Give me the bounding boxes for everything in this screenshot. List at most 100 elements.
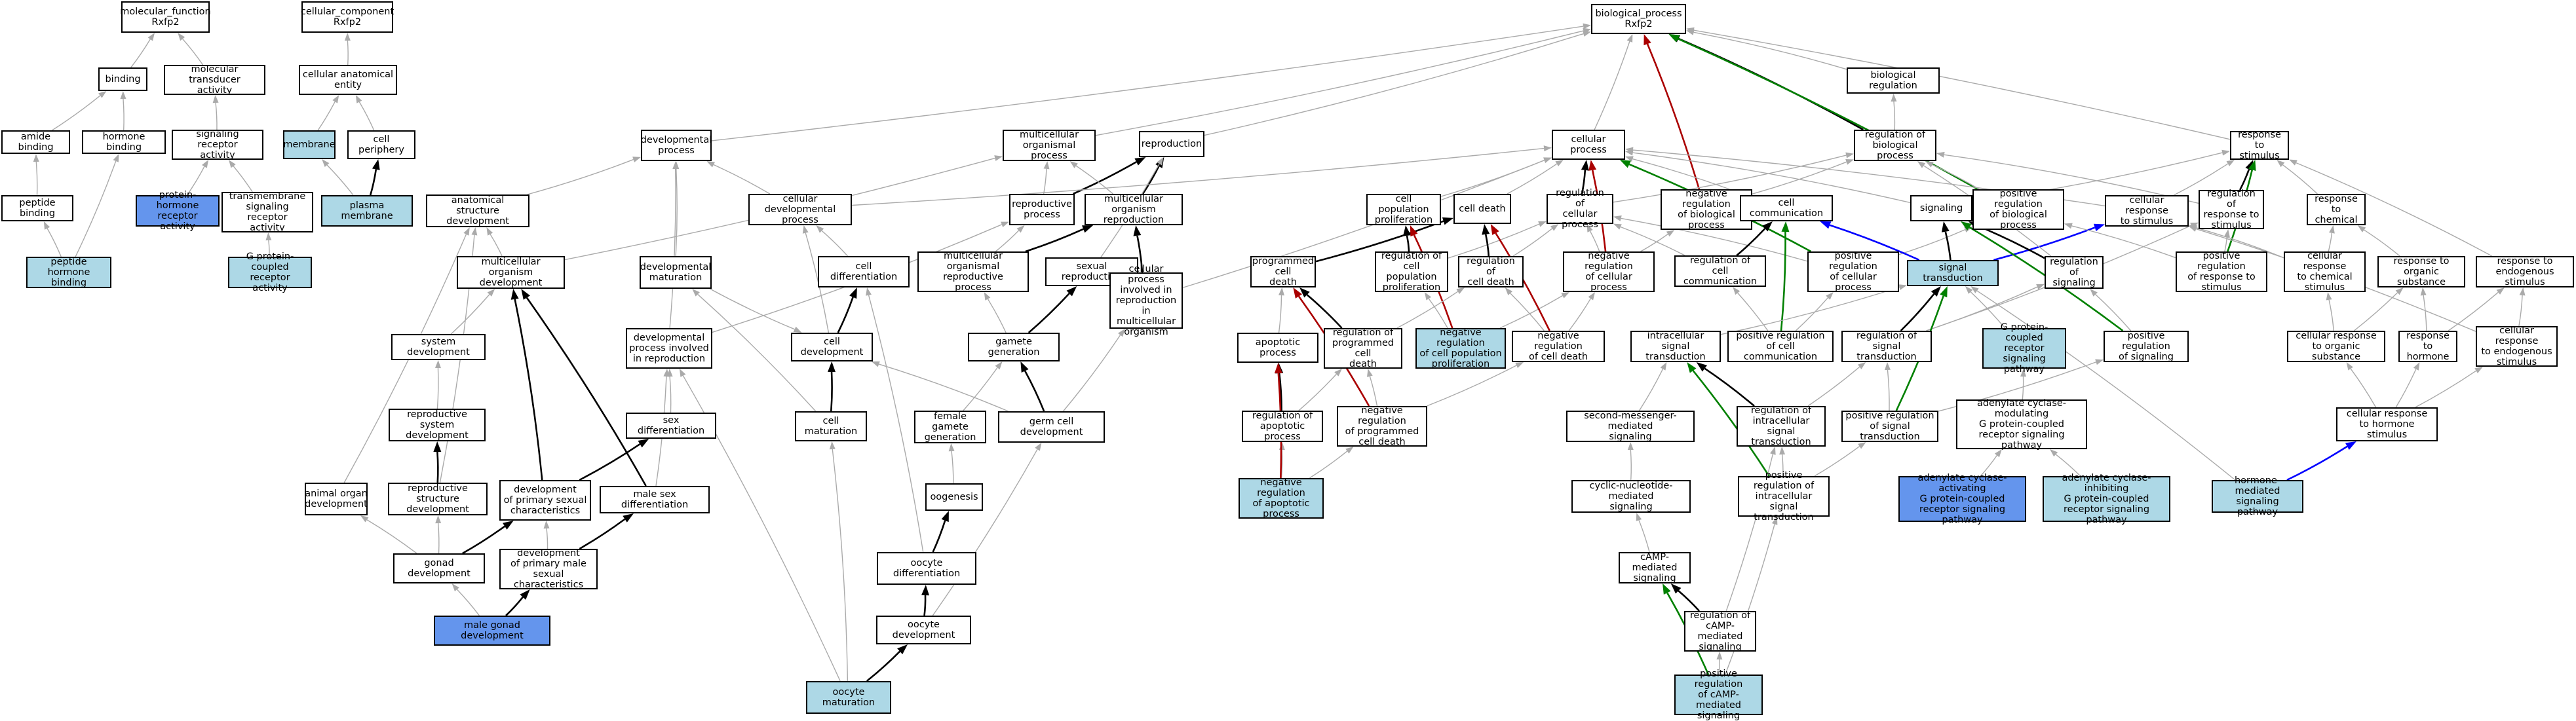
- node-positive-regulation-of-biological-process[interactable]: positive regulation of biological proces…: [1972, 189, 2064, 231]
- node-reproduction[interactable]: reproduction: [1139, 131, 1204, 157]
- node-developmental-maturation[interactable]: developmental maturation: [640, 256, 712, 289]
- node-cell-development[interactable]: cell development: [791, 333, 873, 361]
- node-gpcr-activity[interactable]: G protein-coupled receptor activity: [228, 251, 312, 293]
- node-positive-regulation-of-response-to-stimulus[interactable]: positive regulation of response to stimu…: [2176, 251, 2267, 293]
- node-positive-regulation-of-intracellular-signal-transduction[interactable]: positive regulation of intracellular sig…: [1738, 470, 1830, 523]
- node-negative-regulation-of-biological-process[interactable]: negative regulation of biological proces…: [1661, 189, 1752, 231]
- node-molecular-function[interactable]: molecular_function Rxfp2: [120, 1, 211, 33]
- node-regulation-of-signaling[interactable]: regulation of signaling: [2045, 256, 2104, 289]
- node-cell-death[interactable]: cell death: [1453, 194, 1511, 224]
- node-gonad-development[interactable]: gonad development: [393, 553, 485, 583]
- node-intracellular-signal-transduction[interactable]: intracellular signal transduction: [1630, 331, 1721, 362]
- node-positive-regulation-of-signal-transduction[interactable]: positive regulation of signal transducti…: [1841, 411, 1938, 442]
- node-cellular-response-to-organic-substance[interactable]: cellular response to organic substance: [2287, 331, 2385, 362]
- node-positive-regulation-of-camp-mediated-signaling[interactable]: positive regulation of cAMP-mediated sig…: [1674, 669, 1763, 721]
- node-regulation-of-biological-process[interactable]: regulation of biological process: [1854, 130, 1936, 161]
- node-cellular-process-involved-in-reproduction[interactable]: cellular process involved in reproductio…: [1109, 264, 1183, 337]
- node-multicellular-organismal-reproductive-process[interactable]: multicellular organismal reproductive pr…: [917, 251, 1029, 293]
- node-male-sex-differentiation[interactable]: male sex differentiation: [600, 486, 710, 513]
- node-negative-regulation-of-programmed-cell-death[interactable]: negative regulation of programmed cell d…: [1337, 405, 1427, 447]
- node-hormone-mediated-signaling-pathway[interactable]: hormone-mediated signaling pathway: [2212, 475, 2303, 517]
- node-cyclic-nucleotide-mediated-signaling[interactable]: cyclic-nucleotide-mediated signaling: [1571, 480, 1691, 513]
- node-cell-periphery[interactable]: cell periphery: [347, 130, 415, 159]
- node-cellular-developmental-process[interactable]: cellular developmental process: [748, 194, 852, 225]
- node-developmental-process-involved-in-reproduction[interactable]: developmental process involved in reprod…: [626, 328, 712, 369]
- node-cell-differentiation[interactable]: cell differentiation: [818, 256, 910, 287]
- node-sexual-reproduction[interactable]: sexual reproduction: [1045, 257, 1138, 286]
- node-binding[interactable]: binding: [98, 67, 147, 91]
- node-regulation-of-cell-death[interactable]: regulation of cell death: [1458, 256, 1524, 287]
- node-development-of-primary-male-sexual-characteristics[interactable]: development of primary male sexual chara…: [499, 548, 598, 590]
- node-regulation-of-programmed-cell-death[interactable]: regulation of programmed cell death: [1324, 327, 1402, 369]
- node-signaling[interactable]: signaling: [1910, 195, 1972, 221]
- node-signal-transduction[interactable]: signal transduction: [1907, 260, 1999, 286]
- node-regulation-of-cell-communication[interactable]: regulation of cell communication: [1674, 255, 1766, 287]
- node-peptide-hormone-binding[interactable]: peptide hormone binding: [26, 257, 111, 288]
- node-camp-mediated-signaling[interactable]: cAMP-mediated signaling: [1619, 552, 1691, 583]
- node-peptide-binding[interactable]: peptide binding: [1, 195, 73, 221]
- node-plasma-membrane[interactable]: plasma membrane: [321, 195, 413, 227]
- node-response-to-hormone[interactable]: response to hormone: [2398, 331, 2457, 362]
- node-programmed-cell-death[interactable]: programmed cell death: [1250, 256, 1316, 287]
- node-sex-differentiation[interactable]: sex differentiation: [626, 413, 716, 439]
- node-system-development[interactable]: system development: [391, 334, 486, 360]
- node-reproductive-system-development[interactable]: reproductive system development: [389, 409, 486, 441]
- node-second-messenger-mediated-signaling[interactable]: second-messenger-mediated signaling: [1566, 411, 1695, 442]
- node-positive-regulation-of-signaling[interactable]: positive regulation of signaling: [2104, 331, 2189, 362]
- node-cell-communication[interactable]: cell communication: [1740, 195, 1833, 221]
- node-cellular-response-to-hormone-stimulus[interactable]: cellular response to hormone stimulus: [2336, 407, 2438, 441]
- node-adenylate-cyclase-inhibiting-gpcr-signaling-pathway[interactable]: adenylate cyclase-inhibiting G protein-c…: [2043, 473, 2170, 525]
- node-regulation-of-apoptotic-process[interactable]: regulation of apoptotic process: [1242, 411, 1323, 442]
- node-reproductive-structure-development[interactable]: reproductive structure development: [388, 483, 488, 515]
- node-oocyte-differentiation[interactable]: oocyte differentiation: [877, 552, 976, 585]
- node-animal-organ-development[interactable]: animal organ development: [305, 483, 368, 515]
- node-negative-regulation-of-cell-population-proliferation[interactable]: negative regulation of cell population p…: [1415, 327, 1506, 369]
- node-anatomical-structure-development[interactable]: anatomical structure development: [426, 194, 529, 227]
- node-regulation-of-cellular-process[interactable]: regulation of cellular process: [1547, 188, 1613, 230]
- node-developmental-process[interactable]: developmental process: [641, 130, 712, 161]
- node-positive-regulation-of-cell-communication[interactable]: positive regulation of cell communicatio…: [1727, 331, 1834, 362]
- node-oocyte-maturation[interactable]: oocyte maturation: [806, 681, 891, 714]
- node-biological-regulation[interactable]: biological regulation: [1847, 67, 1940, 94]
- node-negative-regulation-of-apoptotic-process[interactable]: negative regulation of apoptotic process: [1239, 477, 1324, 519]
- node-amide-binding[interactable]: amide binding: [1, 130, 70, 154]
- node-membrane[interactable]: membrane: [283, 130, 336, 159]
- node-adenylate-cyclase-modulating-gpcr-signaling-pathway[interactable]: adenylate cyclase-modulating G protein-c…: [1956, 398, 2087, 451]
- node-oogenesis[interactable]: oogenesis: [925, 483, 983, 511]
- node-male-gonad-development[interactable]: male gonad development: [434, 616, 550, 646]
- node-cell-maturation[interactable]: cell maturation: [795, 411, 867, 441]
- node-oocyte-development[interactable]: oocyte development: [876, 616, 971, 644]
- node-cellular-component[interactable]: cellular_component Rxfp2: [301, 1, 394, 33]
- node-apoptotic-process[interactable]: apoptotic process: [1237, 333, 1318, 363]
- node-germ-cell-development[interactable]: germ cell development: [998, 411, 1105, 443]
- node-negative-regulation-of-cell-death[interactable]: negative regulation of cell death: [1512, 331, 1605, 362]
- node-regulation-of-camp-mediated-signaling[interactable]: regulation of cAMP-mediated signaling: [1684, 610, 1756, 652]
- node-gpcr-signaling-pathway[interactable]: G protein-coupled receptor signaling pat…: [1982, 322, 2066, 375]
- node-female-gamete-generation[interactable]: female gamete generation: [914, 411, 986, 443]
- node-response-to-stimulus[interactable]: response to stimulus: [2230, 130, 2289, 161]
- node-regulation-of-intracellular-signal-transduction[interactable]: regulation of intracellular signal trans…: [1737, 405, 1826, 447]
- node-cellular-process[interactable]: cellular process: [1552, 130, 1625, 160]
- node-cellular-response-to-chemical-stimulus[interactable]: cellular response to chemical stimulus: [2284, 251, 2366, 293]
- node-cellular-response-to-endogenous-stimulus[interactable]: cellular response to endogenous stimulus: [2476, 325, 2558, 367]
- node-development-of-primary-sexual-characteristics[interactable]: development of primary sexual characteri…: [499, 480, 591, 521]
- node-cellular-response-to-stimulus[interactable]: cellular response to stimulus: [2105, 195, 2189, 227]
- node-cellular-anatomical-entity[interactable]: cellular anatomical entity: [299, 65, 397, 95]
- node-regulation-of-response-to-stimulus[interactable]: regulation of response to stimulus: [2199, 189, 2264, 231]
- node-reproductive-process[interactable]: reproductive process: [1009, 194, 1075, 225]
- node-response-to-chemical[interactable]: response to chemical: [2307, 194, 2366, 225]
- node-regulation-of-cell-population-proliferation[interactable]: regulation of cell population proliferat…: [1375, 251, 1448, 293]
- node-hormone-binding[interactable]: hormone binding: [82, 130, 166, 154]
- node-protein-hormone-receptor-activity[interactable]: protein-hormone receptor activity: [136, 190, 220, 232]
- node-multicellular-organism-reproduction[interactable]: multicellular organism reproduction: [1085, 194, 1183, 225]
- node-positive-regulation-of-cellular-process[interactable]: positive regulation of cellular process: [1807, 251, 1899, 293]
- node-gamete-generation[interactable]: gamete generation: [968, 333, 1060, 361]
- node-molecular-transducer-activity[interactable]: molecular transducer activity: [164, 64, 265, 96]
- node-regulation-of-signal-transduction[interactable]: regulation of signal transduction: [1841, 331, 1932, 362]
- node-response-to-endogenous-stimulus[interactable]: response to endogenous stimulus: [2476, 256, 2574, 287]
- node-negative-regulation-of-cellular-process[interactable]: negative regulation of cellular process: [1563, 251, 1655, 293]
- node-signaling-receptor-activity[interactable]: signaling receptor activity: [172, 129, 263, 160]
- node-adenylate-cyclase-activating-gpcr-signaling-pathway[interactable]: adenylate cyclase-activating G protein-c…: [1898, 473, 2026, 525]
- node-response-to-organic-substance[interactable]: response to organic substance: [2377, 256, 2465, 287]
- node-multicellular-organismal-process[interactable]: multicellular organismal process: [1003, 130, 1096, 161]
